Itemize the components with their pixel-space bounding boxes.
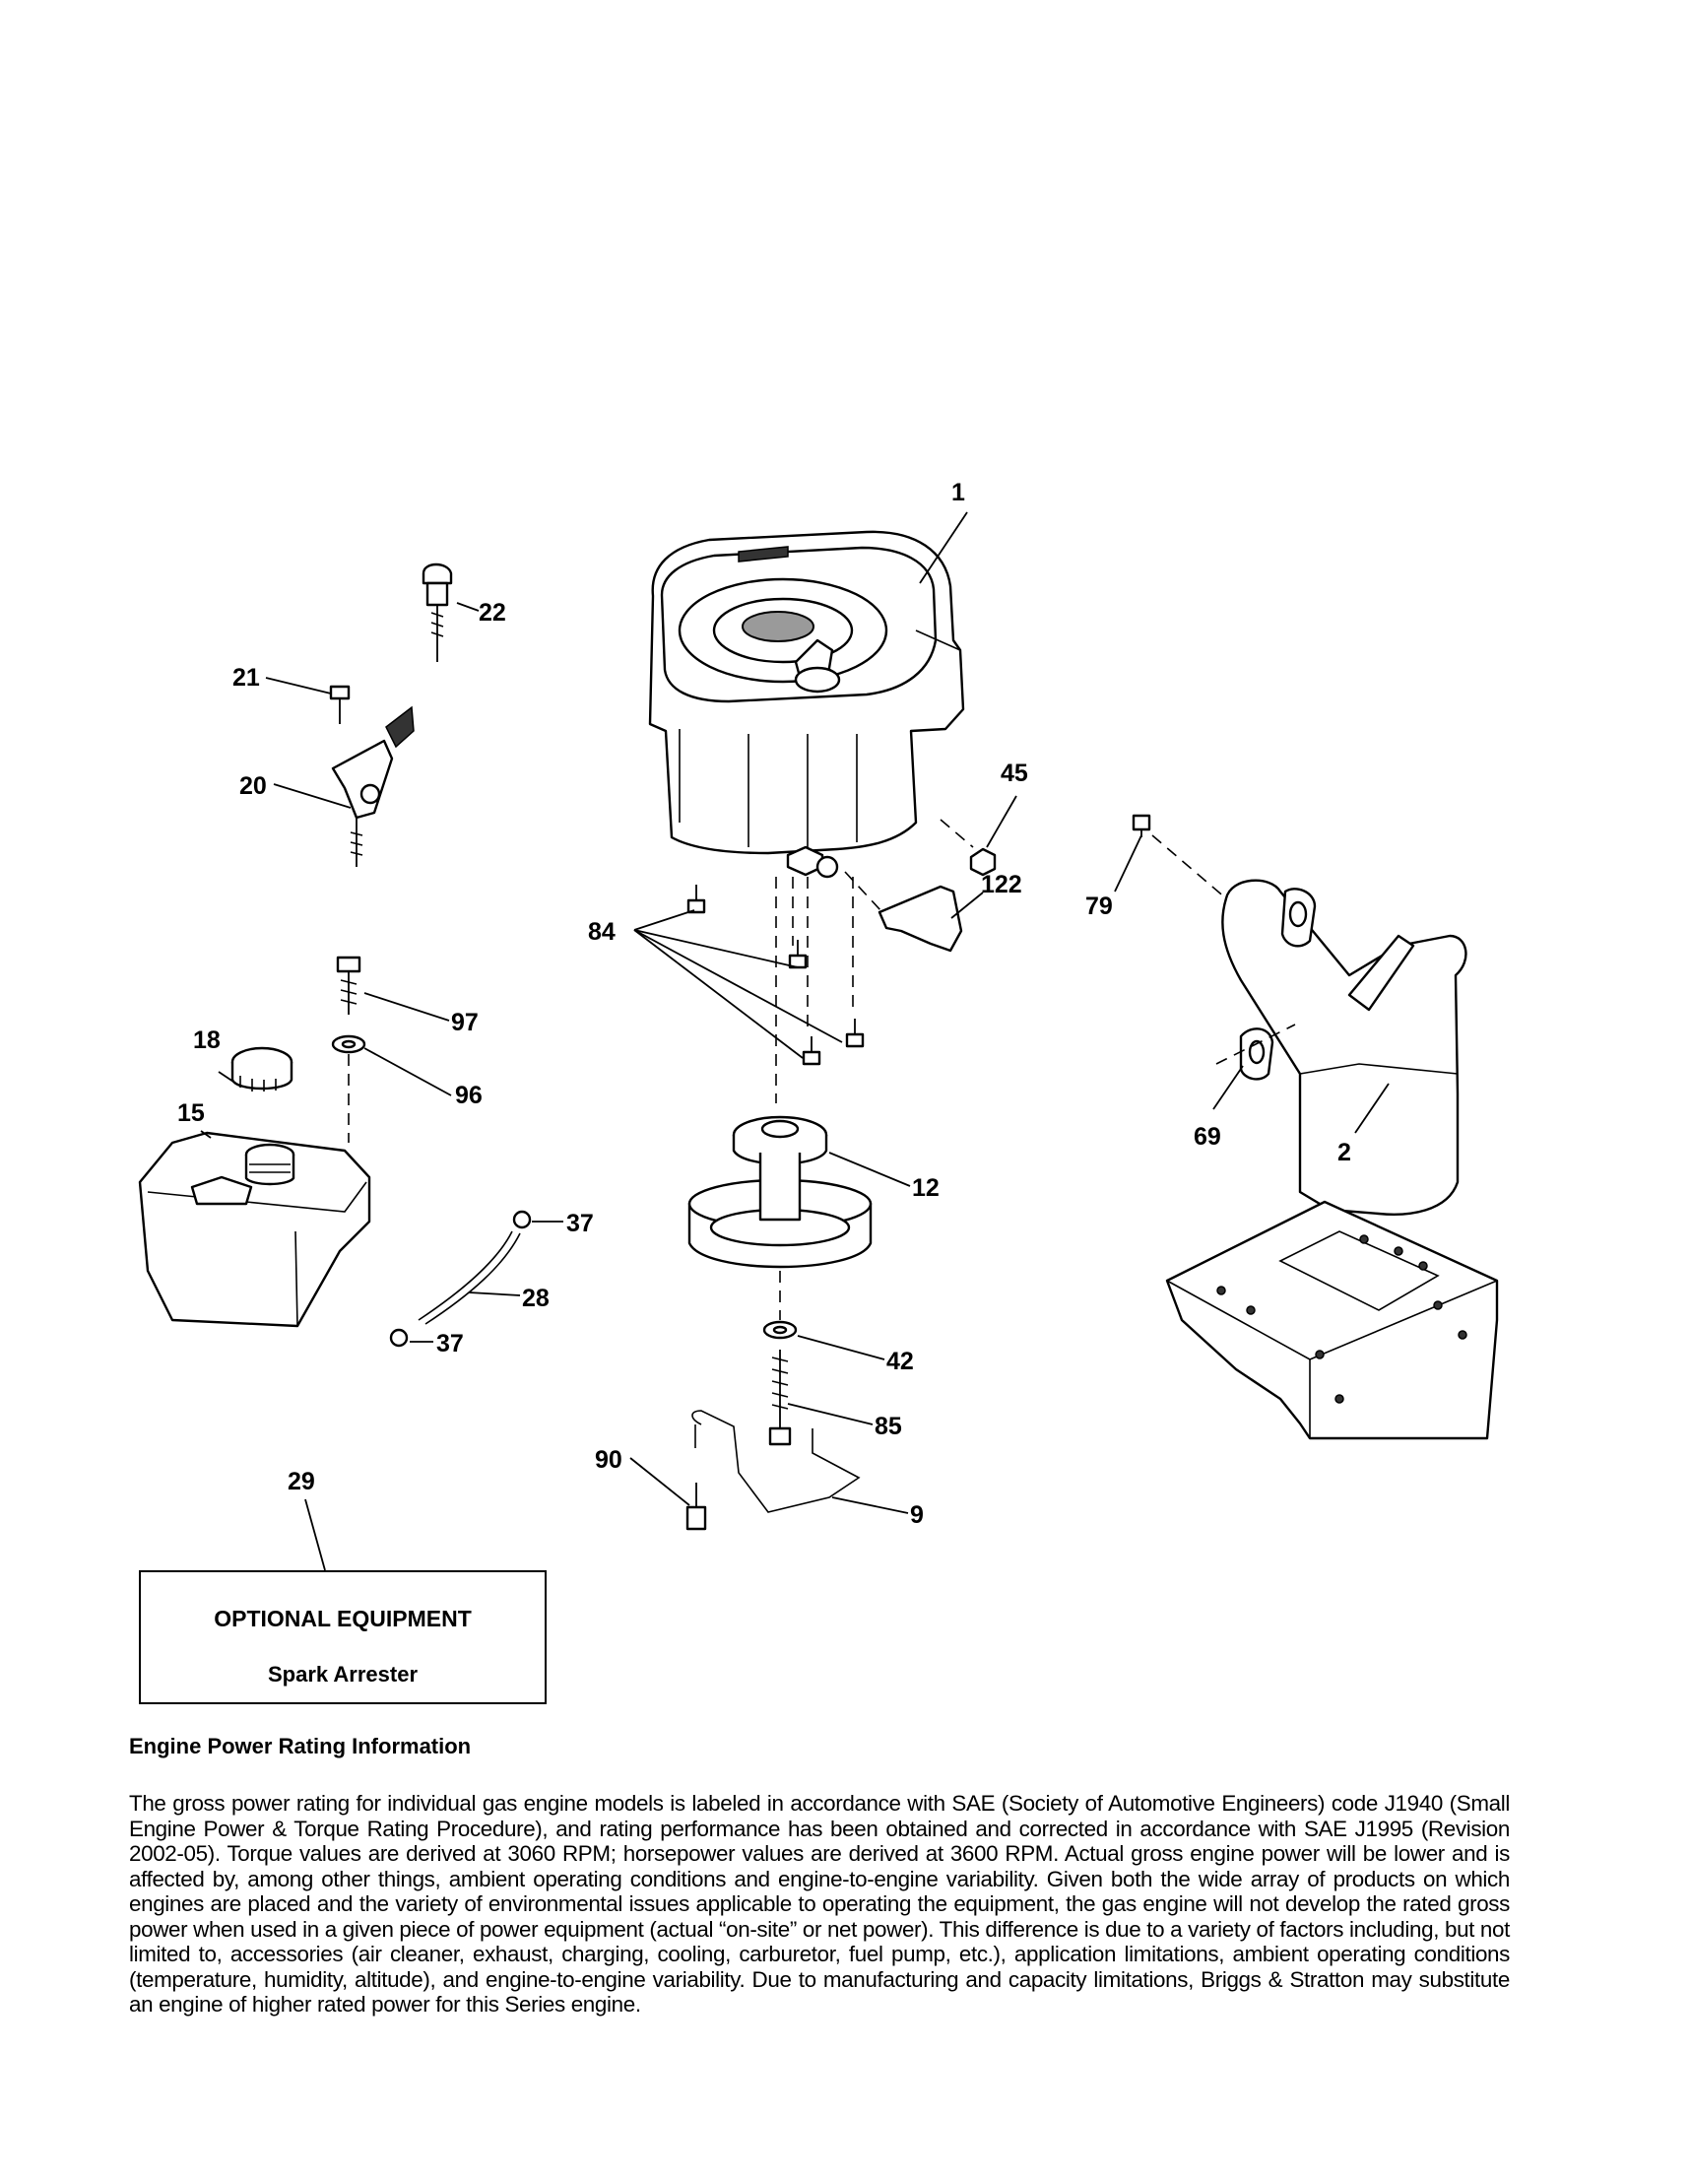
callout-37b: 37 xyxy=(436,1330,464,1357)
chassis-part xyxy=(1165,1200,1499,1440)
throttle-bracket-part xyxy=(329,685,415,867)
muffler-part xyxy=(1132,814,1467,1216)
nut-part xyxy=(969,847,997,877)
bolts-part xyxy=(686,885,865,1066)
callout-69: 69 xyxy=(1194,1123,1221,1151)
callout-labels: 1 22 21 20 45 79 122 84 97 18 96 15 69 2… xyxy=(177,479,1351,1529)
callout-2: 2 xyxy=(1337,1139,1351,1166)
callout-9: 9 xyxy=(910,1501,924,1529)
callout-85: 85 xyxy=(875,1413,902,1440)
optional-equipment-title: OPTIONAL EQUIPMENT xyxy=(214,1606,472,1631)
engine-power-body: The gross power rating for individual ga… xyxy=(129,1791,1510,2017)
bolt-washer-part xyxy=(331,956,366,1054)
engine-part xyxy=(648,530,965,879)
pulley-part xyxy=(687,1115,873,1269)
leader-lines xyxy=(200,511,1390,1571)
callout-42: 42 xyxy=(886,1348,914,1375)
callout-37a: 37 xyxy=(566,1210,594,1237)
callout-84: 84 xyxy=(588,918,616,946)
fuel-tank-part xyxy=(138,1131,371,1328)
callout-22: 22 xyxy=(479,599,506,627)
callout-122: 122 xyxy=(981,871,1022,898)
callout-90: 90 xyxy=(595,1446,622,1474)
optional-equipment-item: Spark Arrester xyxy=(267,1662,419,1687)
knob-part xyxy=(422,563,453,662)
callout-79: 79 xyxy=(1085,893,1113,920)
callout-20: 20 xyxy=(239,772,267,800)
assembly-lines xyxy=(348,819,1296,1320)
fuel-hose-part xyxy=(389,1210,532,1348)
callout-1: 1 xyxy=(951,479,965,506)
callout-28: 28 xyxy=(522,1285,550,1312)
engine-power-heading: Engine Power Rating Information xyxy=(129,1734,472,1758)
callout-96: 96 xyxy=(455,1082,483,1109)
parts-diagram: 1 22 21 20 45 79 122 84 97 18 96 15 69 2… xyxy=(138,479,1499,1571)
shield-part xyxy=(878,885,963,953)
callout-29: 29 xyxy=(288,1468,315,1495)
callout-12: 12 xyxy=(912,1174,940,1202)
callout-15: 15 xyxy=(177,1099,205,1127)
washer-bolt-part xyxy=(762,1320,798,1446)
optional-equipment-box: OPTIONAL EQUIPMENT Spark Arrester xyxy=(139,1570,547,1704)
callout-45: 45 xyxy=(1001,760,1028,787)
rod-part xyxy=(685,1410,861,1531)
fuel-cap-part xyxy=(230,1046,293,1092)
callout-18: 18 xyxy=(193,1026,221,1054)
callout-97: 97 xyxy=(451,1009,479,1036)
callout-21: 21 xyxy=(232,664,260,692)
